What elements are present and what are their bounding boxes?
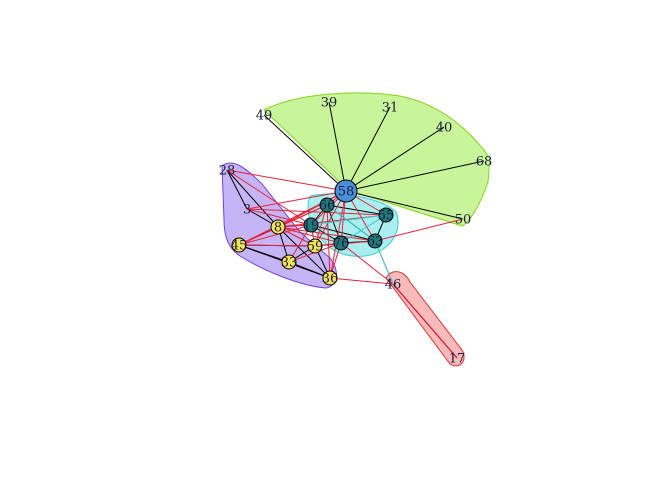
node-circle-55 bbox=[378, 207, 394, 223]
node-label-17: 17 bbox=[449, 352, 466, 367]
node-58: 58 bbox=[334, 179, 358, 203]
node-76: 76 bbox=[333, 235, 350, 252]
edge-19-63 bbox=[310, 224, 376, 242]
node-46: 46 bbox=[385, 278, 402, 293]
node-label-31: 31 bbox=[382, 101, 399, 116]
edge-36-46 bbox=[329, 277, 394, 285]
node-39: 39 bbox=[321, 96, 338, 111]
node-label-68: 68 bbox=[476, 155, 493, 170]
node-circle-8 bbox=[270, 219, 286, 235]
node-label-46: 46 bbox=[385, 278, 402, 293]
edge-28-19 bbox=[226, 169, 312, 226]
node-55: 55 bbox=[378, 207, 395, 224]
node-label-40: 40 bbox=[436, 121, 453, 136]
node-circle-45 bbox=[231, 237, 247, 253]
edge-58-3 bbox=[246, 190, 347, 210]
node-label-55: 55 bbox=[378, 209, 395, 224]
group-hull-green bbox=[263, 92, 491, 227]
edge-58-40 bbox=[345, 126, 445, 192]
edge-3-55 bbox=[246, 208, 387, 216]
node-label-19: 19 bbox=[303, 219, 320, 234]
node-circle-58 bbox=[334, 179, 358, 203]
edge-58-31 bbox=[345, 106, 391, 192]
edge-45-59 bbox=[238, 244, 316, 247]
edge-76-55 bbox=[340, 214, 387, 244]
node-label-33: 33 bbox=[281, 256, 298, 271]
nodes: 58 39 31 40 68 50 49 28 3 8 45 33 59 36 19 66 76 63 55 46 17 bbox=[219, 96, 493, 367]
node-31: 31 bbox=[382, 101, 399, 116]
node-circle-63 bbox=[367, 233, 383, 249]
node-label-28: 28 bbox=[219, 164, 236, 179]
node-circle-33 bbox=[281, 254, 297, 270]
node-50: 50 bbox=[455, 213, 472, 228]
node-17: 17 bbox=[449, 352, 466, 367]
node-label-49: 49 bbox=[256, 109, 273, 124]
node-label-58: 58 bbox=[338, 185, 355, 200]
edge-58-49 bbox=[263, 114, 347, 192]
node-49: 49 bbox=[256, 109, 273, 124]
edge-63-46 bbox=[374, 240, 394, 285]
edge-58-50 bbox=[345, 190, 464, 220]
node-circle-59 bbox=[307, 238, 323, 254]
edge-63-50 bbox=[374, 218, 464, 242]
node-label-45: 45 bbox=[231, 239, 248, 254]
node-circle-36 bbox=[322, 270, 338, 286]
edge-28-3 bbox=[226, 169, 248, 210]
node-45: 45 bbox=[231, 237, 248, 254]
edge-28-8 bbox=[226, 169, 279, 228]
node-label-50: 50 bbox=[455, 213, 472, 228]
edge-58-68 bbox=[345, 160, 485, 192]
node-circle-66 bbox=[319, 197, 335, 213]
node-59: 59 bbox=[307, 238, 324, 255]
node-label-36: 36 bbox=[322, 272, 339, 287]
node-36: 36 bbox=[322, 270, 339, 287]
edge-58-36 bbox=[329, 190, 347, 279]
edge-19-55 bbox=[310, 214, 387, 226]
edge-17-46 bbox=[392, 283, 458, 359]
node-label-3: 3 bbox=[243, 203, 251, 218]
node-19: 19 bbox=[303, 217, 320, 234]
node-33: 33 bbox=[281, 254, 298, 271]
edge-66-63 bbox=[326, 204, 376, 242]
node-circle-19 bbox=[303, 217, 319, 233]
edge-8-76 bbox=[277, 226, 342, 244]
node-label-39: 39 bbox=[321, 96, 338, 111]
edge-36-66 bbox=[326, 204, 331, 279]
node-28: 28 bbox=[219, 164, 236, 179]
edge-58-39 bbox=[328, 101, 347, 192]
edge-58-28 bbox=[226, 169, 347, 192]
node-label-63: 63 bbox=[367, 235, 384, 250]
node-3: 3 bbox=[243, 203, 251, 218]
node-40: 40 bbox=[436, 121, 453, 136]
node-63: 63 bbox=[367, 233, 384, 250]
node-label-66: 66 bbox=[319, 199, 336, 214]
group-hull-red bbox=[385, 271, 465, 367]
edge-76-46 bbox=[340, 242, 394, 285]
node-circle-76 bbox=[333, 235, 349, 251]
edge-3-19 bbox=[246, 208, 312, 226]
node-68: 68 bbox=[476, 155, 493, 170]
node-label-8: 8 bbox=[274, 221, 282, 236]
node-label-59: 59 bbox=[307, 240, 324, 255]
node-66: 66 bbox=[319, 197, 336, 214]
edge-45-19 bbox=[238, 224, 312, 246]
node-label-76: 76 bbox=[333, 237, 350, 252]
node-8: 8 bbox=[270, 219, 286, 236]
